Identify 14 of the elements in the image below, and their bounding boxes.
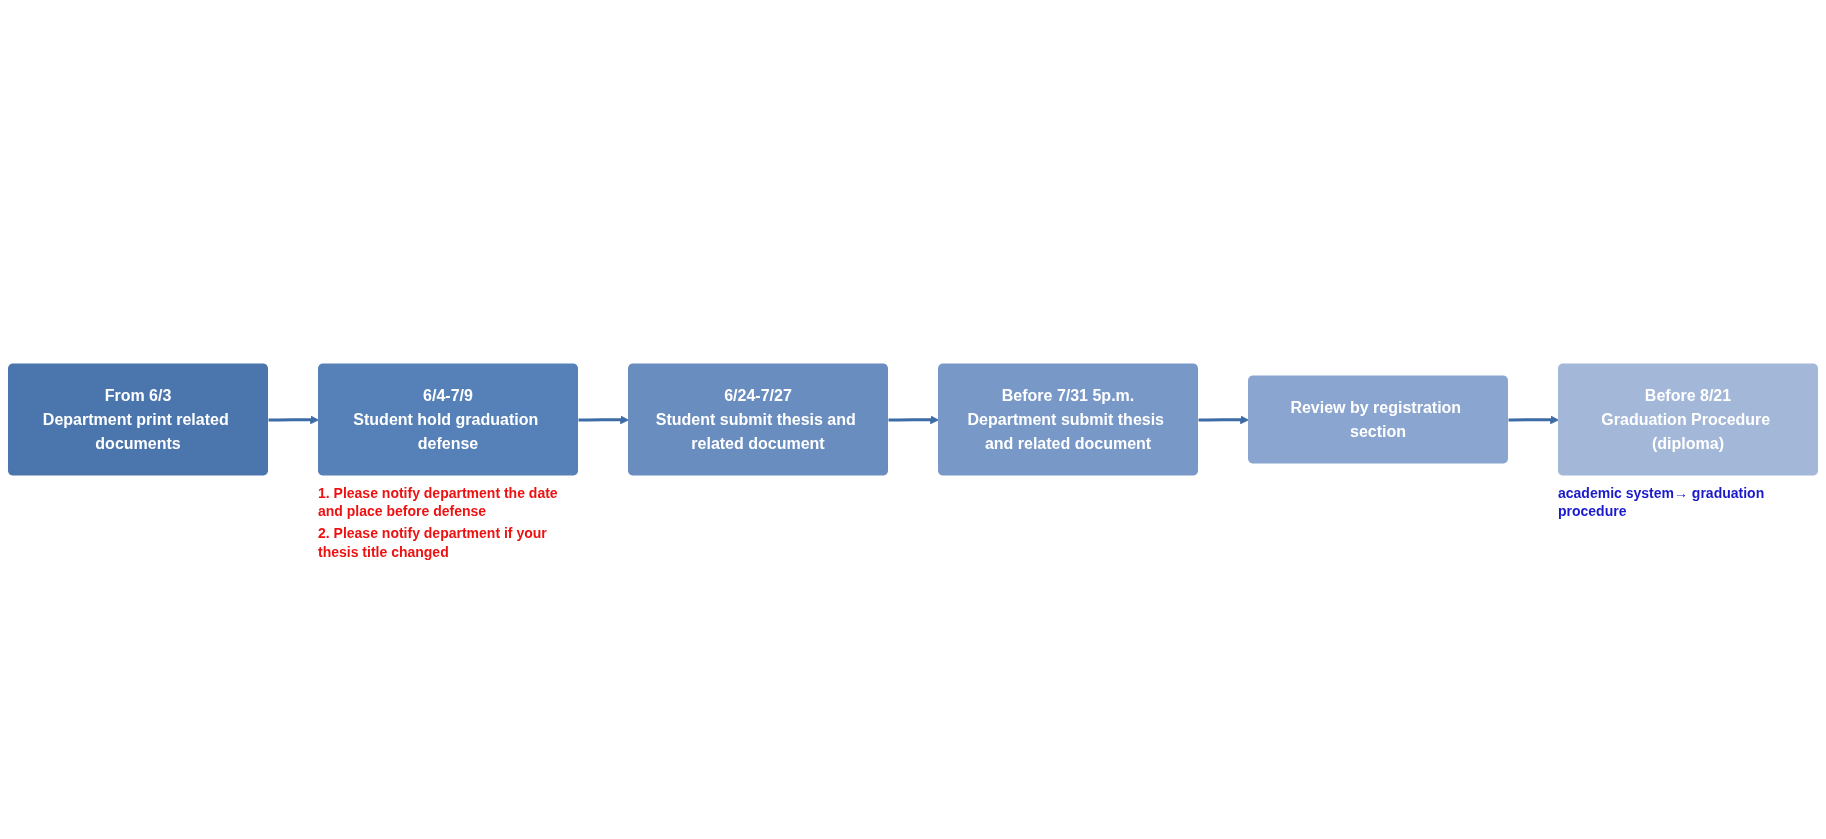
arrow [578, 415, 629, 425]
node-box: Before 8/21 Graduation Procedure (diploma) [1558, 363, 1818, 476]
note-text: academic system→ graduation procedure [1558, 483, 1766, 522]
arrow [268, 415, 319, 425]
node-box: 6/24-7/27 Student submit thesis and related document [628, 363, 888, 476]
arrow [1508, 415, 1559, 425]
arrow [1198, 415, 1249, 425]
node-box: Review by registration section [1248, 375, 1508, 464]
arrow [888, 415, 939, 425]
node-box: 6/4-7/9 Student hold graduation defense [318, 363, 578, 476]
node-box: From 6/3 Department print related documents [8, 363, 268, 476]
note-text: 2. Please notify department if your thesis title changed [318, 524, 548, 563]
note-text: 1. Please notify department the date and place before defense [318, 483, 559, 522]
node-box: Before 7/31 5p.m. Department submit thesis and related document [938, 363, 1198, 476]
